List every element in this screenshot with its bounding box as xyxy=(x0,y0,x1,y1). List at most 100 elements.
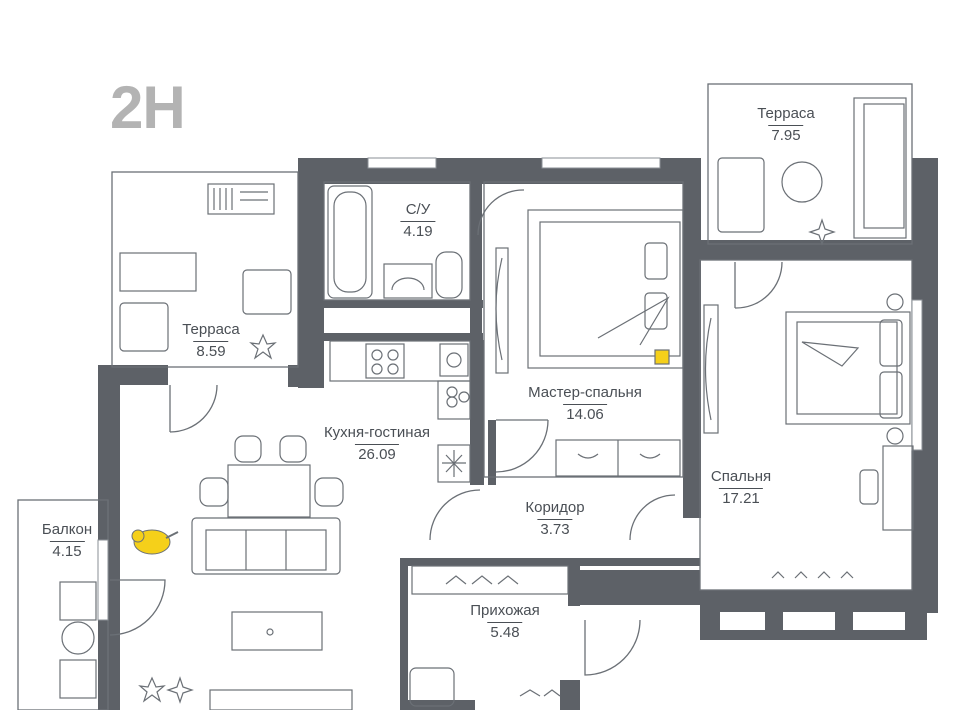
chair-icon xyxy=(242,269,292,315)
chair-icon xyxy=(234,435,262,463)
wall-bottom-right-rail xyxy=(720,630,905,640)
room-label-master-bedroom: Мастер-спальня 14.06 xyxy=(528,383,642,425)
terrace-right-outline xyxy=(707,83,913,245)
window-master xyxy=(541,157,661,169)
room-area: 17.21 xyxy=(719,488,763,509)
bed-icon xyxy=(527,209,684,369)
wall-upper-left-stub xyxy=(298,158,324,388)
room-label-bathroom: С/У 4.19 xyxy=(400,200,436,242)
wall-bath-right xyxy=(470,182,482,340)
wardrobe xyxy=(703,304,719,434)
door-swing-icon xyxy=(584,619,641,676)
room-area: 7.95 xyxy=(768,125,804,146)
wall-bottom-right-piers xyxy=(700,610,720,640)
tv-stand xyxy=(209,689,353,710)
sofa-icon xyxy=(853,97,907,239)
bathtub-icon xyxy=(327,185,373,299)
door-swing-icon xyxy=(169,384,218,433)
room-area: 8.59 xyxy=(193,341,229,362)
room-label-terrace-top: Терраса 7.95 xyxy=(757,104,815,146)
room-name: Терраса xyxy=(182,321,240,338)
room-name: Коридор xyxy=(525,499,585,516)
table-icon xyxy=(781,161,823,203)
chair-icon xyxy=(199,477,229,507)
door-swing-icon xyxy=(109,579,166,636)
toilet-icon xyxy=(435,251,463,299)
stove-icon xyxy=(365,343,405,379)
wall-hall-bottom-left xyxy=(400,700,475,710)
wall-hall-right xyxy=(568,566,580,606)
wardrobe xyxy=(495,247,509,374)
room-name: Спальня xyxy=(710,468,772,485)
chair-icon xyxy=(119,302,169,352)
hanger-icon xyxy=(445,575,519,585)
terrace-left-outline xyxy=(111,171,299,368)
hall-wardrobe xyxy=(411,565,569,595)
room-area: 4.15 xyxy=(49,541,85,562)
sofa-icon xyxy=(191,517,341,575)
windows xyxy=(97,157,923,621)
wall-kitchen-right xyxy=(470,340,484,485)
room-name: Терраса xyxy=(757,105,815,122)
wall-bottom-right xyxy=(700,590,938,612)
desk xyxy=(882,445,914,531)
room-name: С/У xyxy=(405,201,431,218)
bed-icon xyxy=(785,311,911,425)
table-icon xyxy=(119,252,197,292)
room-label-kitchen-living: Кухня-гостиная 26.09 xyxy=(324,423,430,465)
chair-icon xyxy=(314,477,344,507)
door-swing-icon xyxy=(629,494,676,541)
kitchen-counter xyxy=(329,340,471,382)
wall-hall-top xyxy=(400,558,700,566)
room-label-balcony: Балкон 4.15 xyxy=(42,520,92,562)
door-swing-icon xyxy=(429,489,481,541)
wall-hall-bottom-right xyxy=(560,680,580,710)
chair-icon xyxy=(59,581,97,621)
wall-terrace-right-floor xyxy=(683,240,938,260)
window-bath xyxy=(367,157,437,169)
wall-left xyxy=(98,365,120,710)
wall-master-right xyxy=(683,158,701,518)
table-icon xyxy=(61,621,95,655)
chair-icon xyxy=(279,435,307,463)
window-right xyxy=(911,299,923,451)
chair-icon xyxy=(59,659,97,699)
wall-left-top xyxy=(98,365,168,385)
room-label-hallway: Прихожая 5.48 xyxy=(470,601,540,643)
door-swing-icon xyxy=(477,189,525,236)
table-icon xyxy=(227,464,311,518)
terrace-shelf xyxy=(207,183,275,215)
wall-balcony-sep xyxy=(98,490,120,510)
door-swing-icon xyxy=(495,419,549,473)
table-icon xyxy=(231,611,323,651)
walls xyxy=(98,158,938,710)
room-area: 26.09 xyxy=(355,444,399,465)
room-name: Мастер-спальня xyxy=(528,384,642,401)
window-left xyxy=(97,539,109,621)
cat-icon xyxy=(131,529,179,555)
plant-icon xyxy=(249,333,277,360)
wall-corridor-left xyxy=(488,420,496,485)
room-label-terrace-left: Терраса 8.59 xyxy=(182,320,240,362)
wall-bath-bottom xyxy=(318,300,483,308)
doors xyxy=(109,189,783,676)
plant-icon xyxy=(808,218,836,246)
hanger-icon xyxy=(771,571,854,579)
room-area: 3.73 xyxy=(537,519,573,540)
wall-bath-bottom2 xyxy=(318,333,483,341)
chair-icon xyxy=(717,157,765,233)
bedroom-outline xyxy=(699,259,913,591)
furniture xyxy=(59,97,914,710)
room-area: 14.06 xyxy=(563,404,607,425)
unit-code: 2Н xyxy=(110,74,186,141)
room-area: 4.19 xyxy=(400,221,436,242)
room-name: Прихожая xyxy=(470,602,540,619)
plant-icon xyxy=(138,676,166,703)
room-label-bedroom: Спальня 17.21 xyxy=(711,467,771,509)
bath-outline xyxy=(323,181,471,301)
pouf xyxy=(409,667,455,707)
sink-icon xyxy=(383,263,433,299)
wall-bottom-right-pier4 xyxy=(905,610,927,640)
room-label-corridor: Коридор 3.73 xyxy=(525,498,584,540)
